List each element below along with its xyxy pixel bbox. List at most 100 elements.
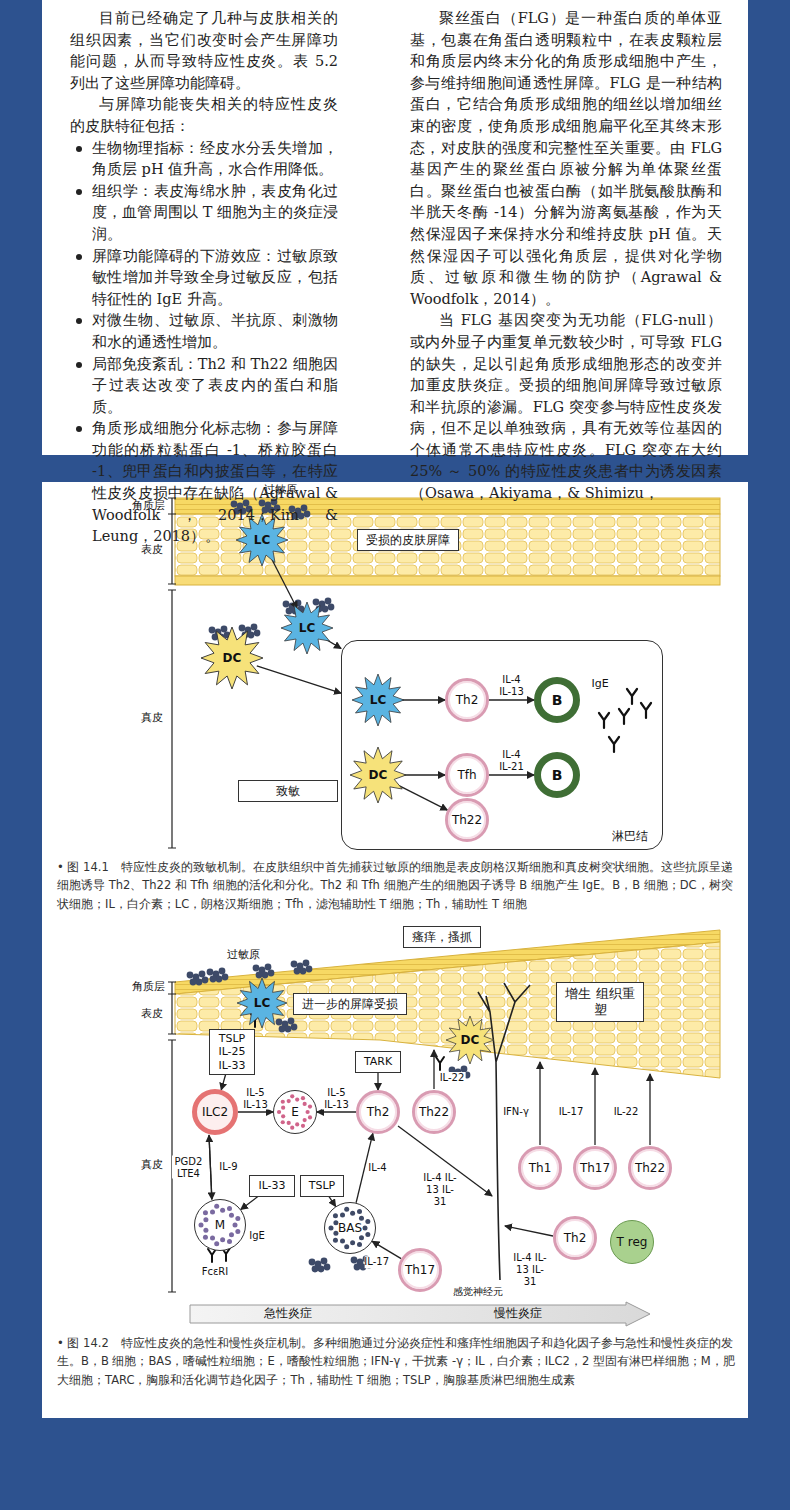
- cytokine-arrow: [539, 1062, 540, 1145]
- allergen: [354, 1264, 361, 1271]
- figure-label: IgE: [590, 677, 609, 690]
- edge-label: IL-4 IL-21: [497, 749, 527, 772]
- allergen: [196, 979, 203, 986]
- allergen: [276, 1019, 283, 1026]
- granule: [357, 1242, 362, 1247]
- cell: Th1: [518, 1146, 562, 1190]
- ige-antibody: [599, 689, 651, 752]
- granule: [199, 1223, 204, 1228]
- granule: [229, 1232, 234, 1237]
- allergen: [231, 501, 238, 508]
- allergen: [253, 965, 260, 972]
- granule: [344, 1207, 349, 1212]
- phase-arrow: 急性炎症慢性炎症: [190, 1302, 650, 1326]
- granule: [357, 1209, 362, 1214]
- body-paragraph: 目前已经确定了几种与皮肤相关的组织因素，当它们改变时会产生屏障功能问题，从而导致…: [70, 8, 338, 94]
- cell-body: [201, 627, 263, 689]
- allergen: [303, 960, 310, 967]
- figure-label: 表皮: [140, 1007, 164, 1020]
- granule: [333, 1231, 338, 1236]
- granule: [350, 1240, 355, 1245]
- ige-antibody: [627, 689, 637, 704]
- layer-bracket: [168, 498, 176, 848]
- allergen: [288, 1018, 295, 1025]
- figure-label: 表皮: [140, 543, 164, 556]
- ige-receptor: [436, 1057, 444, 1070]
- node-text: 进一步的屏障受损: [302, 997, 398, 1011]
- bullet-item: 生物物理指标：经皮水分丢失增加，角质层 pH 值升高，水合作用降低。: [70, 138, 338, 181]
- bullet-text: 屏障功能障碍的下游效应：过敏原致敏性增加并导致全身过敏反应，包括特征性的 IgE…: [92, 248, 338, 307]
- cell: E: [273, 1090, 317, 1134]
- figure-label: IL-4 IL-13 IL-31: [512, 1252, 548, 1288]
- node-text: Th22: [452, 813, 482, 827]
- allergen: [251, 624, 258, 631]
- figure-caption: • 图 14.1 特应性皮炎的致敏机制。在皮肤组织中首先捕获过敏原的细胞是表皮朗…: [57, 858, 737, 913]
- connector: [238, 1111, 273, 1112]
- figure-caption: • 图 14.2 特应性皮炎的急性和慢性炎症机制。多种细胞通过分泌炎症性和瘙痒性…: [57, 1334, 737, 1389]
- allergen: [321, 1258, 328, 1265]
- allergen: [325, 598, 332, 605]
- cell: B: [534, 752, 580, 798]
- label-box: TSLP: [300, 1175, 344, 1196]
- granule: [235, 1216, 240, 1221]
- label-box: 致敏: [238, 780, 338, 802]
- granule: [229, 1213, 234, 1218]
- bullet-dot: [76, 318, 82, 324]
- connector: [221, 1075, 225, 1090]
- bullet-text: 对微生物、过敏原、半抗原、刺激物和水的通透性增加。: [92, 312, 338, 350]
- ige-receptor: [208, 1249, 216, 1262]
- cell: Th22: [628, 1146, 672, 1190]
- figure-label: IL-4 IL-13 IL-31: [422, 1172, 458, 1208]
- granule: [363, 1226, 368, 1231]
- granule: [214, 1241, 219, 1246]
- connector: [257, 666, 341, 693]
- connector: [329, 1197, 336, 1207]
- ige-antibody: [599, 713, 609, 728]
- allergen: [268, 970, 275, 977]
- node-text: 增生 组织重塑: [565, 986, 635, 1017]
- figure-label: 过敏原: [226, 948, 261, 961]
- label-box: 受损的皮肤屏障: [357, 529, 459, 551]
- granule: [214, 1204, 219, 1209]
- granule: [340, 1238, 345, 1243]
- figure-label: IgE: [248, 1230, 266, 1242]
- granule: [220, 1237, 225, 1242]
- allergen: [239, 625, 246, 632]
- allergen: [279, 1026, 286, 1033]
- allergen: [328, 604, 335, 611]
- cytokine-arrow: [433, 1050, 434, 1089]
- allergen: [322, 606, 329, 613]
- allergen: [207, 969, 214, 976]
- node-text: Tfh: [457, 768, 476, 782]
- figure-label: 角质层: [131, 980, 166, 993]
- cell: Th2: [356, 1090, 400, 1134]
- node-text: B: [552, 767, 563, 784]
- figure-label: IFN-γ: [502, 1106, 530, 1118]
- node-text: LC: [299, 621, 315, 635]
- granule: [277, 1110, 281, 1114]
- cell: Th17: [398, 1248, 442, 1292]
- figure-label: IL-17: [558, 1106, 585, 1118]
- allergen: [216, 976, 223, 983]
- granule: [365, 1219, 370, 1224]
- bullet-text: 角质形成细胞分化标志物：参与屏障功能的桥粒黏蛋白 -1、桥粒胶蛋白 -1、兜甲蛋…: [92, 420, 338, 544]
- cell: Th22: [412, 1090, 456, 1134]
- text-column: 目前已经确定了几种与皮肤相关的组织因素，当它们改变时会产生屏障功能问题，从而导致…: [70, 8, 338, 548]
- node-text: 慢性炎症: [494, 1306, 542, 1320]
- cell: DC: [350, 747, 406, 803]
- cell: Th2: [553, 1216, 597, 1260]
- node-text: 瘙痒，搔抓: [412, 930, 472, 944]
- granule: [340, 1213, 345, 1218]
- granule: [281, 1114, 285, 1118]
- bullet-dot: [76, 362, 82, 368]
- granule: [210, 1235, 215, 1240]
- granule: [287, 1099, 291, 1103]
- cytokine-arrow: [594, 1068, 595, 1145]
- cell: LC: [281, 602, 333, 654]
- sensory-neuron: [478, 983, 530, 1280]
- figure-label: 真皮: [140, 711, 164, 724]
- figure-label: 真皮: [140, 1158, 164, 1171]
- granule: [233, 1223, 238, 1228]
- node-text: TARK: [364, 1055, 392, 1068]
- cytokine-arrow: [649, 1074, 650, 1145]
